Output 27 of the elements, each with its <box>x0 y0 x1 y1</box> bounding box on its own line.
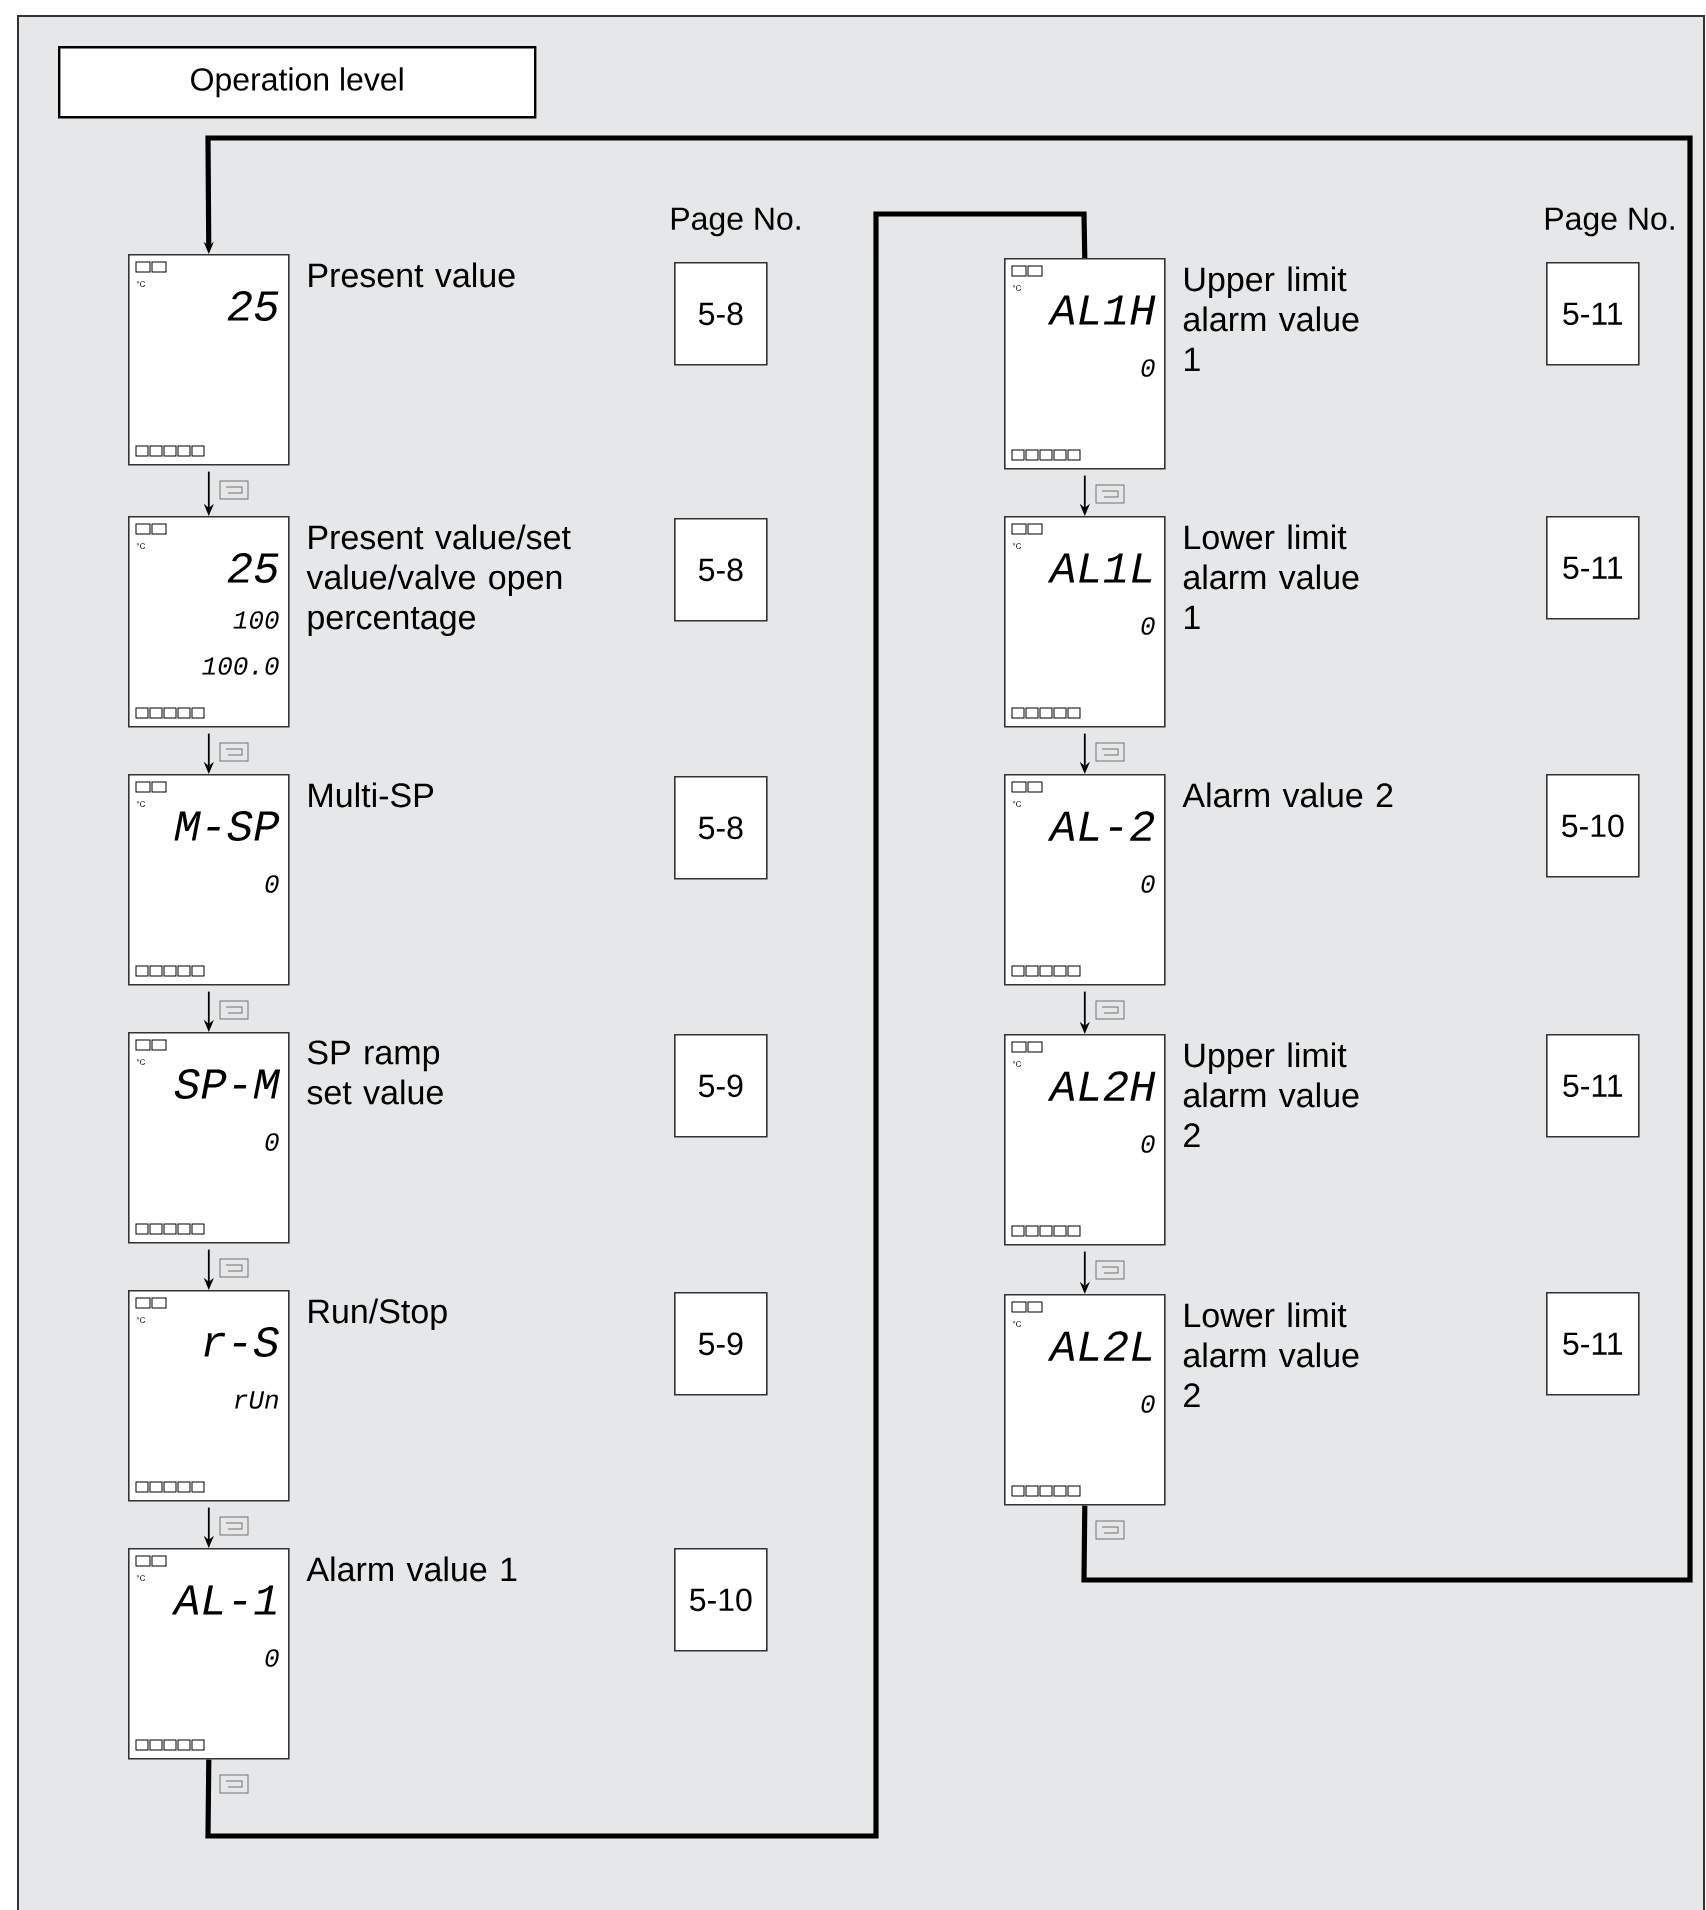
page-number-box: 5-11 <box>1546 516 1640 620</box>
parameter-label: SP ramp set value <box>307 1040 443 1105</box>
parameter-label: Alarm value 1 <box>306 1556 517 1582</box>
parameter-label: Lower limit alarm value 2 <box>1183 1302 1359 1408</box>
page-number-box: 5-10 <box>674 1548 768 1652</box>
parameter-label: Upper limit alarm value 2 <box>1183 1042 1359 1148</box>
level-title-box: Operation level <box>58 46 537 119</box>
page-number-box: 5-11 <box>1546 262 1640 366</box>
node-label: 100 <box>233 611 279 629</box>
parameter-label: Upper limit alarm value 1 <box>1183 266 1359 372</box>
parameter-label: Present value/set value/valve open percentage <box>306 524 571 637</box>
page-number-box: 5-11 <box>1546 1292 1640 1396</box>
parameter-label: Run/Stop <box>309 1298 447 1331</box>
page-number-box: 5-10 <box>1546 774 1640 878</box>
page-number-box: 5-8 <box>674 518 768 622</box>
node-label: 100.0 <box>202 657 279 675</box>
page-number-box: 5-8 <box>674 262 768 366</box>
page-number-box: 5-9 <box>674 1034 768 1138</box>
node-label: 25 <box>227 553 279 583</box>
page-number-box: 5-8 <box>674 776 768 880</box>
page-number-box: 5-9 <box>674 1292 768 1396</box>
parameter-label: Multi-SP <box>309 782 434 808</box>
parameter-label: Lower limit alarm value 1 <box>1183 524 1359 630</box>
column-heading: Page No. <box>1545 207 1674 237</box>
page-number-box: 5-11 <box>1546 1034 1640 1138</box>
parameter-label: Alarm value 2 <box>1182 782 1393 808</box>
parameter-label: Present value <box>309 262 515 288</box>
